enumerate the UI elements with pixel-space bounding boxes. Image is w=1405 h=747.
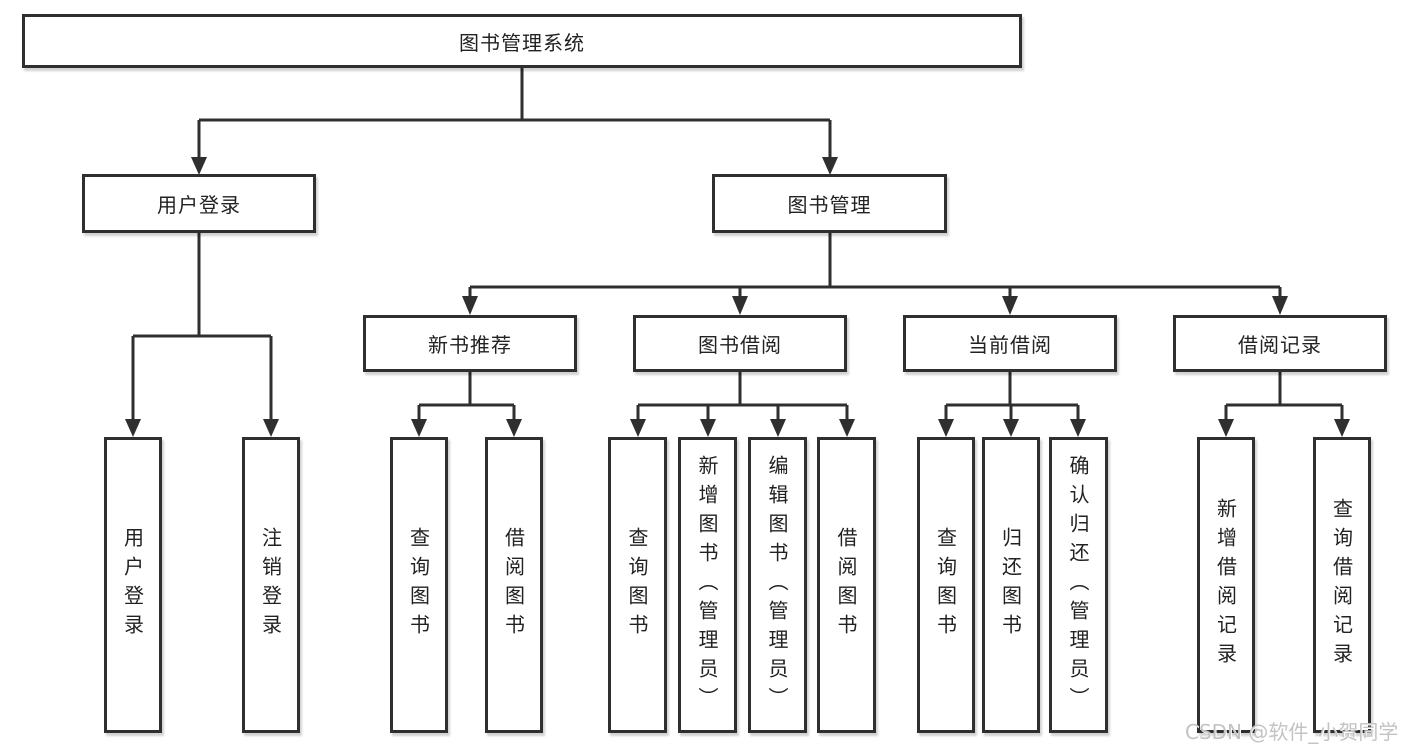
leaf-current-query-books: 查询图书 <box>917 437 975 733</box>
node-borrow-records: 借阅记录 <box>1173 315 1387 372</box>
node-current-borrow: 当前借阅 <box>903 315 1117 372</box>
node-book-management: 图书管理 <box>712 174 947 233</box>
leaf-current-return-books: 归还图书 <box>982 437 1040 733</box>
leaf-borrow-edit-books-admin: 编辑图书（管理员） <box>748 437 807 733</box>
node-book-borrow: 图书借阅 <box>633 315 847 372</box>
leaf-current-confirm-return-admin: 确认归还（管理员） <box>1049 437 1108 733</box>
leaf-recommend-query-books: 查询图书 <box>390 437 448 733</box>
leaf-user-login: 用户登录 <box>104 437 162 733</box>
leaf-borrow-query-books: 查询图书 <box>608 437 667 733</box>
node-root-system: 图书管理系统 <box>22 14 1022 68</box>
csdn-watermark: CSDN @软件_小贺同学 <box>1185 720 1399 744</box>
leaf-borrow-borrow-books: 借阅图书 <box>817 437 876 733</box>
leaf-borrow-add-books-admin: 新增图书（管理员） <box>678 437 737 733</box>
leaf-records-add-record: 新增借阅记录 <box>1197 437 1255 733</box>
leaf-recommend-borrow-books: 借阅图书 <box>485 437 543 733</box>
leaf-logout: 注销登录 <box>242 437 300 733</box>
node-new-book-recommend: 新书推荐 <box>363 315 577 372</box>
node-user-login: 用户登录 <box>82 174 316 233</box>
leaf-records-query-record: 查询借阅记录 <box>1313 437 1371 733</box>
